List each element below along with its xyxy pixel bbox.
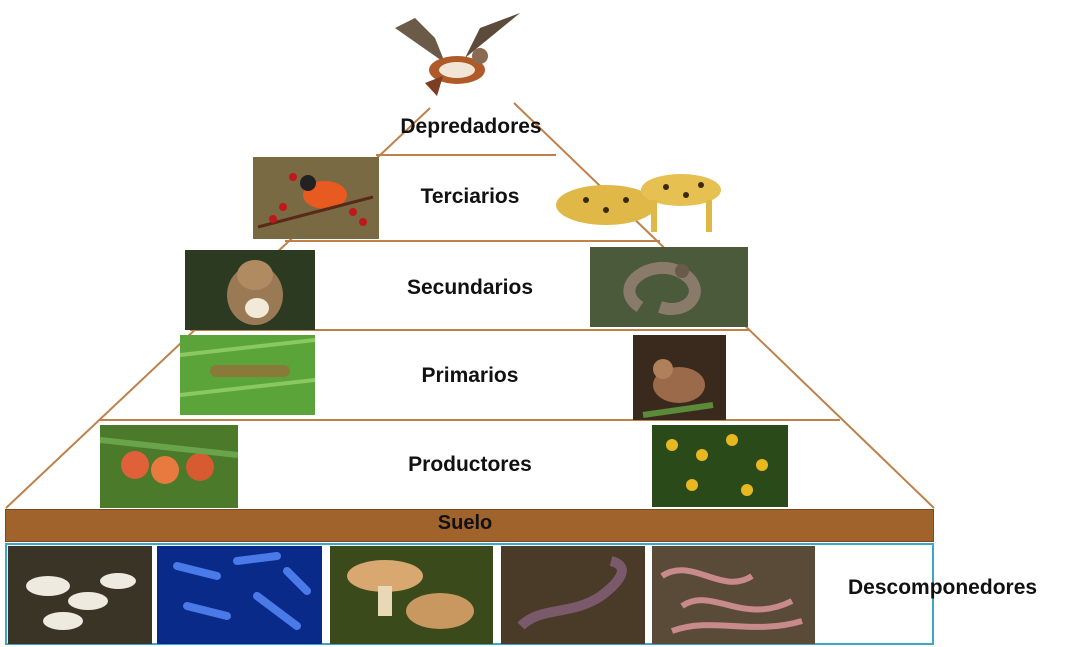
snake-image	[590, 247, 748, 327]
bacteria-image	[157, 546, 322, 644]
level-label-secundarios: Secundarios	[407, 276, 533, 300]
soil-label: Suelo	[438, 512, 492, 535]
chipmunk-image	[185, 250, 315, 330]
white-mushrooms-image	[8, 546, 152, 644]
centipede-image	[501, 546, 645, 644]
mouse-image	[633, 335, 726, 420]
leopards-image	[546, 155, 731, 237]
level-label-depredadores: Depredadores	[400, 115, 541, 139]
hawk-image	[385, 8, 530, 103]
red-bird-image	[253, 157, 379, 239]
earthworms-image	[652, 546, 815, 644]
level-label-primarios: Primarios	[422, 364, 519, 388]
level-label-terciarios: Terciarios	[421, 185, 520, 209]
peaches-image	[100, 425, 238, 508]
caterpillar-image	[180, 335, 315, 415]
fruit-tree-image	[652, 425, 788, 507]
decomposers-label: Descomponedores	[848, 576, 1037, 600]
brown-mushrooms-image	[330, 546, 493, 644]
level-label-productores: Productores	[408, 453, 532, 477]
